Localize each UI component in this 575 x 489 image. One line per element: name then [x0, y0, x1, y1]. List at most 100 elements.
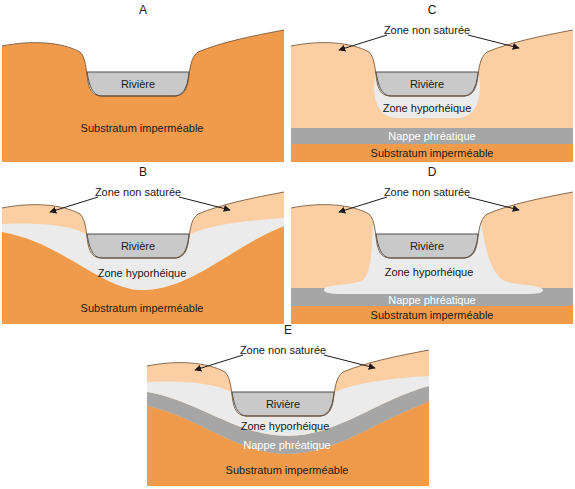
zone-fill: [147, 376, 429, 436]
zone-label: Nappe phréatique: [388, 130, 475, 142]
zone-callout: Zone non saturée: [384, 186, 470, 198]
hyporheic-zone: Zone hyporhéique: [291, 182, 573, 324]
river-channel: Rivière: [2, 182, 284, 324]
zone-outline: [2, 182, 284, 324]
unsaturated-zone: [147, 350, 429, 486]
zone-outline: [2, 20, 284, 162]
zone-label: Nappe phréatique: [388, 294, 475, 306]
unsaturated-zone: [291, 192, 573, 324]
zone-outline: [147, 340, 429, 486]
unsaturated-zone: [291, 30, 573, 162]
leader-arrow: [468, 197, 519, 210]
ground-surface-line: [147, 350, 429, 416]
zone-fill: [374, 72, 480, 118]
river-channel: Rivière: [147, 340, 429, 486]
water-table: Nappe phréatique: [291, 182, 573, 324]
leader-arrow: [339, 197, 387, 212]
zone-fill: [291, 288, 573, 306]
river-channel: Rivière: [291, 182, 573, 324]
unsaturated-zone: [2, 192, 284, 324]
diagram-panel: BRivièreZone hyporhéiqueSubstratum imper…: [2, 182, 284, 324]
zone-label: Zone hyporhéique: [241, 420, 330, 432]
diagram-panel: DRivièreZone hyporhéiqueNappe phréatique…: [291, 182, 573, 324]
unsaturated-zone-fill: [291, 192, 573, 324]
zone-label: Zone hyporhéique: [383, 102, 472, 114]
zone-fill: [376, 234, 478, 258]
impermeable-bedrock: Substratum imperméable: [291, 20, 573, 162]
river-channel: Rivière: [291, 20, 573, 162]
hyporheic-zone: Zone hyporhéique: [147, 340, 429, 486]
water-table: Nappe phréatique: [291, 20, 573, 162]
zone-fill: [291, 306, 573, 324]
leader-arrow: [50, 197, 98, 212]
zone-callout: Zone non saturée: [384, 24, 470, 36]
panel-letter: E: [147, 323, 429, 337]
ground-surface-line: [291, 30, 573, 96]
zone-fill: [147, 402, 429, 486]
leader-arrow: [324, 355, 375, 368]
panel-letter: A: [2, 3, 284, 17]
zone-outline: [291, 182, 573, 324]
zone-label: Zone hyporhéique: [385, 266, 474, 278]
zone-outline: [291, 20, 573, 162]
panel-letter: B: [2, 165, 284, 179]
zone-fill: [291, 128, 573, 144]
zone-label: Rivière: [266, 398, 300, 410]
zone-label: Zone hyporhéique: [98, 267, 187, 279]
zone-label: Substratum imperméable: [226, 464, 349, 476]
zone-fill: [376, 72, 478, 96]
leader-arrow: [468, 35, 519, 48]
impermeable-bedrock: Substratum imperméable: [2, 182, 284, 324]
impermeable-bedrock: Substratum imperméable: [291, 182, 573, 324]
zone-outline: [291, 20, 573, 162]
zone-outline: [2, 20, 284, 162]
hyporheic-zone: Zone hyporhéique: [291, 20, 573, 162]
zone-outline: [291, 182, 573, 324]
zone-outline: [291, 20, 573, 162]
zone-callout: Zone non saturée: [95, 186, 181, 198]
impermeable-bedrock: Substratum imperméable: [147, 340, 429, 486]
panel-letter: D: [291, 165, 573, 179]
zone-label: Substratum imperméable: [81, 122, 204, 134]
zone-label: Nappe phréatique: [243, 439, 330, 451]
diagram-panel: ARivièreSubstratum imperméable: [2, 20, 284, 162]
zone-label: Rivière: [410, 78, 444, 90]
panel-letter: C: [291, 3, 573, 17]
ground-outline: [291, 30, 573, 96]
zone-callout: Zone non saturée: [240, 344, 326, 356]
zone-outline: [291, 20, 573, 162]
river-channel: Rivière: [2, 20, 284, 162]
unsaturated-zone-fill: [147, 350, 429, 486]
zone-fill: [87, 234, 189, 258]
zone-outline: [147, 340, 429, 486]
zone-fill: [2, 226, 284, 324]
ground-outline: [291, 192, 573, 258]
hyporheic-zone: Zone hyporhéique: [2, 182, 284, 324]
ground-surface-line: [291, 192, 573, 258]
zone-outline: [2, 182, 284, 324]
zone-label: Rivière: [121, 78, 155, 90]
unsaturated-zone-fill: [291, 30, 573, 162]
zone-fill: [2, 30, 284, 162]
unsaturated-zone-fill: [2, 192, 284, 324]
zone-outline: [291, 182, 573, 324]
diagram-panel: ERivièreZone hyporhéiqueNappe phréatique…: [147, 340, 429, 486]
ground-outline: [147, 350, 429, 416]
ground-surface-line: [2, 30, 284, 96]
zone-fill: [87, 72, 189, 96]
zone-outline: [2, 182, 284, 324]
ground-surface-line: [2, 192, 284, 258]
zone-label: Substratum imperméable: [371, 309, 494, 321]
zone-outline: [147, 340, 429, 486]
zone-fill: [2, 218, 284, 290]
zone-outline: [291, 182, 573, 324]
zone-fill: [324, 222, 543, 294]
zone-label: Rivière: [121, 240, 155, 252]
zone-outline: [147, 340, 429, 486]
ground-outline: [2, 192, 284, 258]
zone-label: Substratum imperméable: [371, 147, 494, 159]
leader-arrow: [179, 197, 230, 210]
diagram-panel: CRivièreZone hyporhéiqueNappe phréatique…: [291, 20, 573, 162]
